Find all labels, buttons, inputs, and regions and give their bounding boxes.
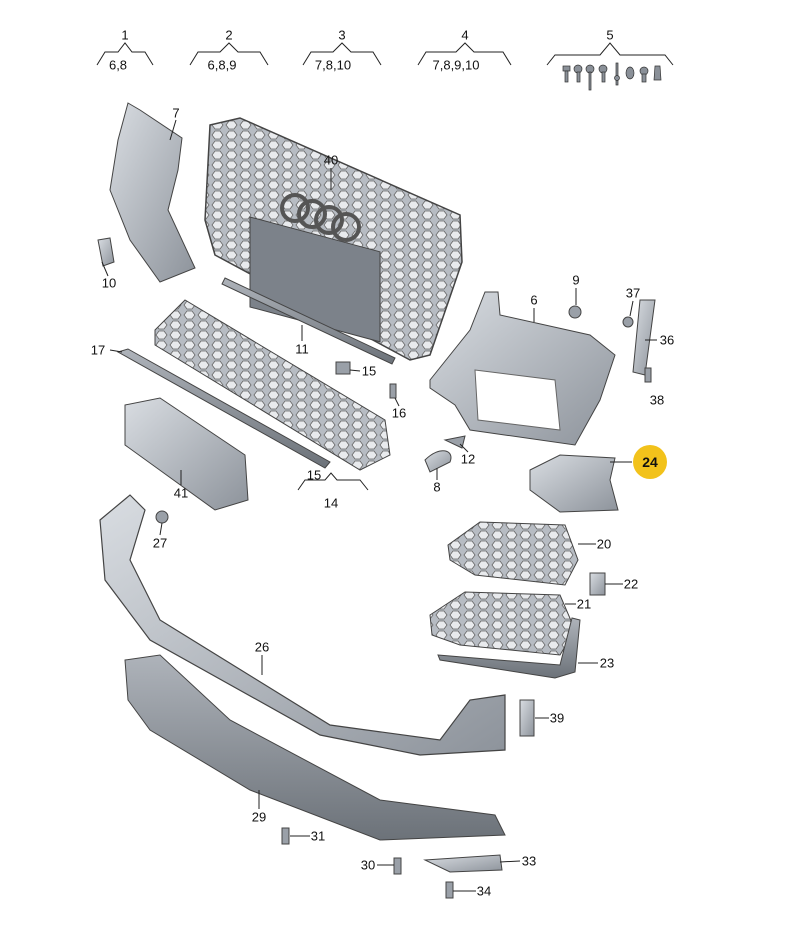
label-7: 7	[172, 105, 180, 121]
label-12: 12	[460, 451, 476, 467]
label-31: 31	[310, 828, 326, 844]
label-16: 16	[391, 405, 407, 421]
bracket-opening	[474, 369, 561, 431]
label-33: 33	[521, 853, 537, 869]
audi-rings-logo	[280, 193, 361, 242]
highlighted-part-24-callout[interactable]: 24	[633, 445, 667, 479]
kit-2-contents: 6,8,9	[207, 57, 237, 73]
part-6-side-bracket	[429, 291, 616, 446]
label-11: 11	[295, 341, 309, 357]
part-36-guide	[632, 299, 656, 376]
part-16-screw	[389, 383, 397, 399]
part-17-strip	[116, 348, 331, 469]
part-7-bracket	[109, 102, 196, 283]
kit-brackets	[96, 42, 674, 491]
part-39-bracket	[519, 699, 535, 737]
kit-4-contents: 7,8,9,10	[432, 57, 480, 73]
kit-3-number: 3	[338, 27, 346, 43]
label-34: 34	[476, 883, 492, 899]
part-30-screw	[393, 857, 402, 875]
part-10-cover	[97, 237, 115, 267]
part-31-screw	[281, 827, 290, 845]
label-6: 6	[530, 292, 538, 308]
part-27-nut	[155, 510, 169, 524]
label-38: 38	[649, 392, 665, 408]
part-26-bumper-cover	[99, 494, 506, 756]
label-26: 26	[254, 639, 270, 655]
label-39: 39	[549, 710, 565, 726]
label-29: 29	[251, 809, 267, 825]
label-23: 23	[599, 655, 615, 671]
part-12-clip	[443, 435, 466, 449]
part-38-screw	[644, 367, 652, 383]
part-34-screw	[445, 881, 454, 899]
label-15-lower: 15	[306, 467, 322, 483]
part-22-bracket	[589, 572, 606, 596]
part-23-trim	[437, 617, 581, 679]
kit-4-number: 4	[461, 27, 469, 43]
label-30: 30	[360, 857, 376, 873]
label-22: 22	[623, 576, 639, 592]
fastener-set-icons	[562, 62, 662, 91]
label-36: 36	[659, 332, 675, 348]
label-17: 17	[90, 342, 106, 358]
label-41: 41	[173, 485, 189, 501]
label-10: 10	[101, 275, 117, 291]
part-33-trim	[423, 854, 503, 873]
part-41-plate-holder	[124, 397, 249, 511]
kit-1-contents: 6,8	[108, 57, 128, 73]
part-15-bracket	[335, 361, 351, 375]
kit-2-number: 2	[225, 27, 233, 43]
part-11-trim-strip	[221, 277, 396, 365]
part-37-clip	[622, 316, 634, 328]
label-27: 27	[152, 535, 168, 551]
label-20: 20	[596, 536, 612, 552]
label-8: 8	[433, 479, 441, 495]
leader-lines	[101, 119, 657, 892]
label-37: 37	[625, 285, 641, 301]
part-8-cap	[424, 450, 452, 473]
part-29-undertray	[124, 654, 506, 841]
label-15-upper: 15	[361, 363, 377, 379]
label-40: 40	[323, 152, 339, 168]
label-14: 14	[323, 495, 339, 511]
kit-5-number: 5	[606, 27, 614, 43]
kit-3-contents: 7,8,10	[314, 57, 352, 73]
part-21-fog-grille	[429, 591, 576, 656]
kit-1-number: 1	[121, 27, 129, 43]
part-14-lower-grille	[154, 299, 391, 471]
part-20-fog-grille	[447, 521, 579, 586]
part-24-cover	[529, 454, 619, 513]
part-9-clip	[568, 305, 582, 319]
label-9: 9	[572, 272, 580, 288]
label-21: 21	[576, 596, 592, 612]
